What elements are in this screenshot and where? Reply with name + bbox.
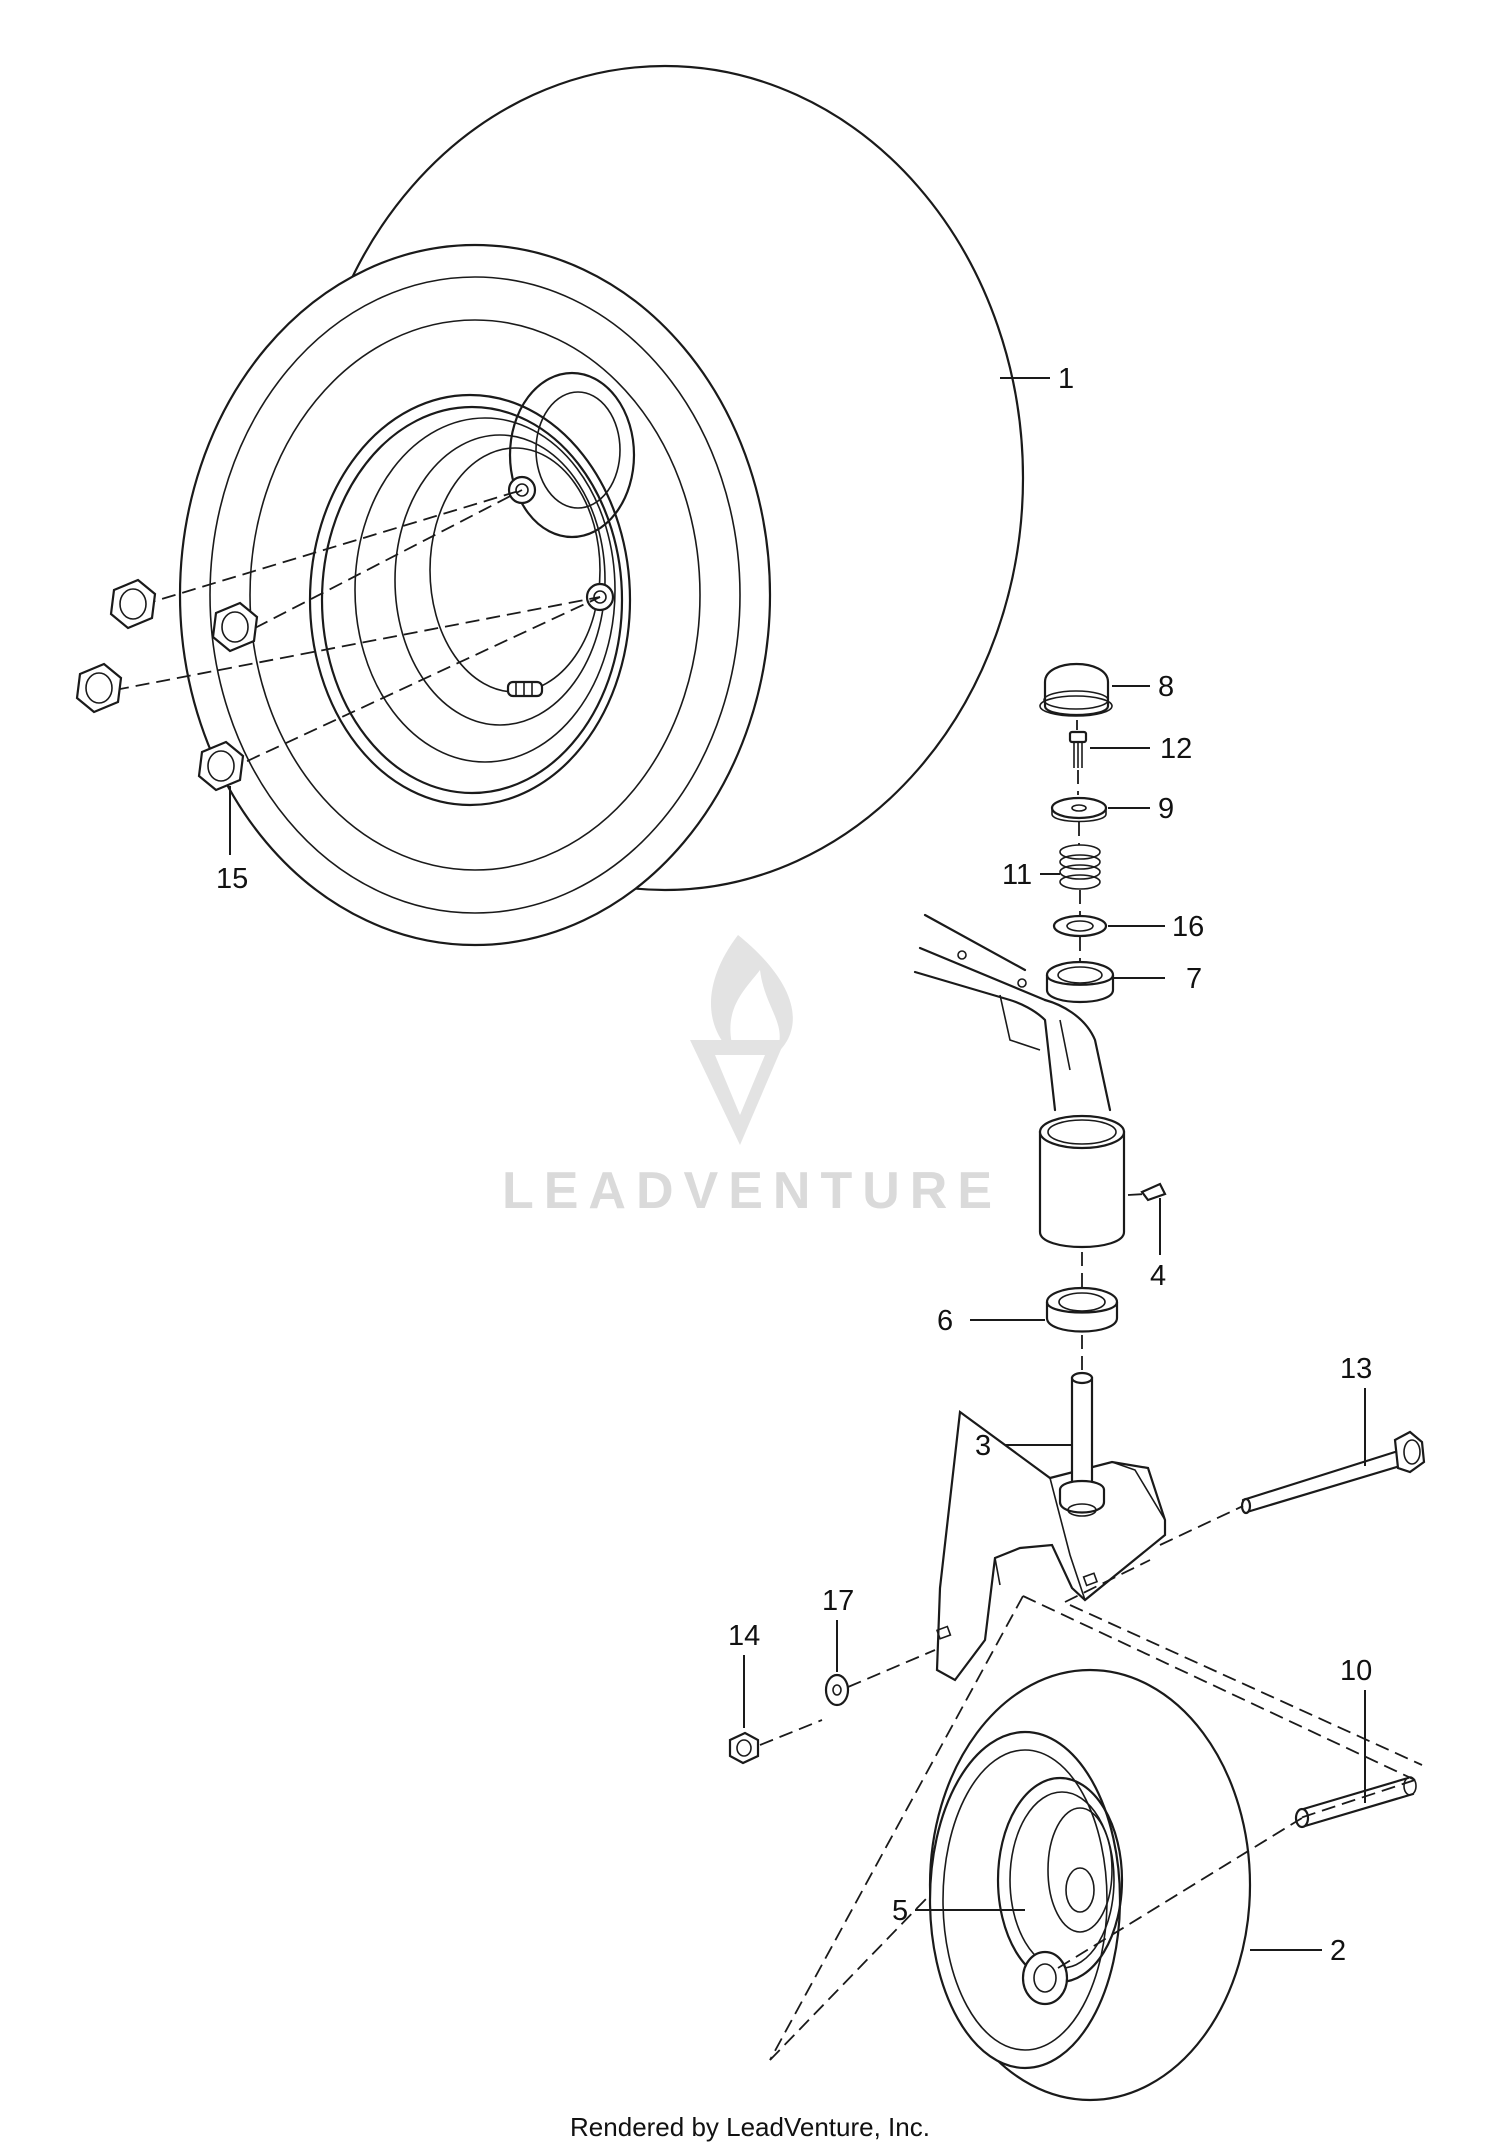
v-logo [690, 1040, 785, 1145]
callout-11: 11 [1002, 859, 1032, 891]
leadventure-watermark: LEADVENTURE [502, 935, 1002, 1220]
render-credit: Rendered by LeadVenture, Inc. [570, 2112, 930, 2142]
washer-16 [1052, 914, 1108, 938]
flame-logo [710, 935, 793, 1055]
washer-9 [1050, 796, 1108, 823]
caster-fork [935, 1409, 1167, 1682]
callout-12: 12 [1160, 733, 1192, 765]
bearing-7 [1045, 960, 1115, 1004]
cap-screw [1068, 730, 1088, 768]
lug-nut [75, 662, 123, 714]
callout-8: 8 [1158, 671, 1174, 703]
callout-7: 7 [1186, 963, 1202, 995]
leader-lines [229, 377, 1366, 1951]
valve-stem [506, 680, 544, 698]
dust-cap [1039, 663, 1113, 717]
callout-16: 16 [1172, 911, 1204, 943]
drive-tire-assembly [178, 64, 1025, 947]
callout-17: 17 [822, 1585, 854, 1617]
lug-nut [109, 578, 157, 630]
watermark-text: LEADVENTURE [502, 1162, 1002, 1220]
bearing-6 [1045, 1286, 1119, 1333]
lug-nuts [75, 578, 259, 792]
callout-9: 9 [1158, 793, 1174, 825]
caster-tire-assembly [928, 1668, 1252, 2102]
caster-spindle [1058, 1371, 1106, 1517]
callout-1: 1 [1058, 363, 1074, 395]
callout-5: 5 [892, 1895, 908, 1927]
callout-4: 4 [1150, 1260, 1166, 1292]
callout-15: 15 [216, 863, 248, 895]
spring-11 [1059, 844, 1101, 890]
washer-17 [824, 1673, 850, 1707]
fork-bolt [1240, 1430, 1426, 1515]
grease-fitting [1127, 1182, 1167, 1202]
lug-nut [211, 601, 259, 653]
callout-14: 14 [728, 1620, 760, 1652]
lock-nut-14 [728, 1731, 760, 1765]
callout-6: 6 [937, 1305, 953, 1337]
pivot-tube [1038, 1114, 1126, 1249]
lug-nut [197, 740, 245, 792]
caster-frame-arm [913, 913, 1112, 1112]
callout-3: 3 [975, 1430, 991, 1462]
callout-labels: 1 2 3 4 5 6 7 8 9 10 11 12 13 14 15 16 1… [216, 363, 1372, 1967]
callout-13: 13 [1340, 1353, 1372, 1385]
callout-10: 10 [1340, 1655, 1372, 1687]
callout-2: 2 [1330, 1935, 1346, 1967]
spacer-tube [1294, 1776, 1417, 1829]
